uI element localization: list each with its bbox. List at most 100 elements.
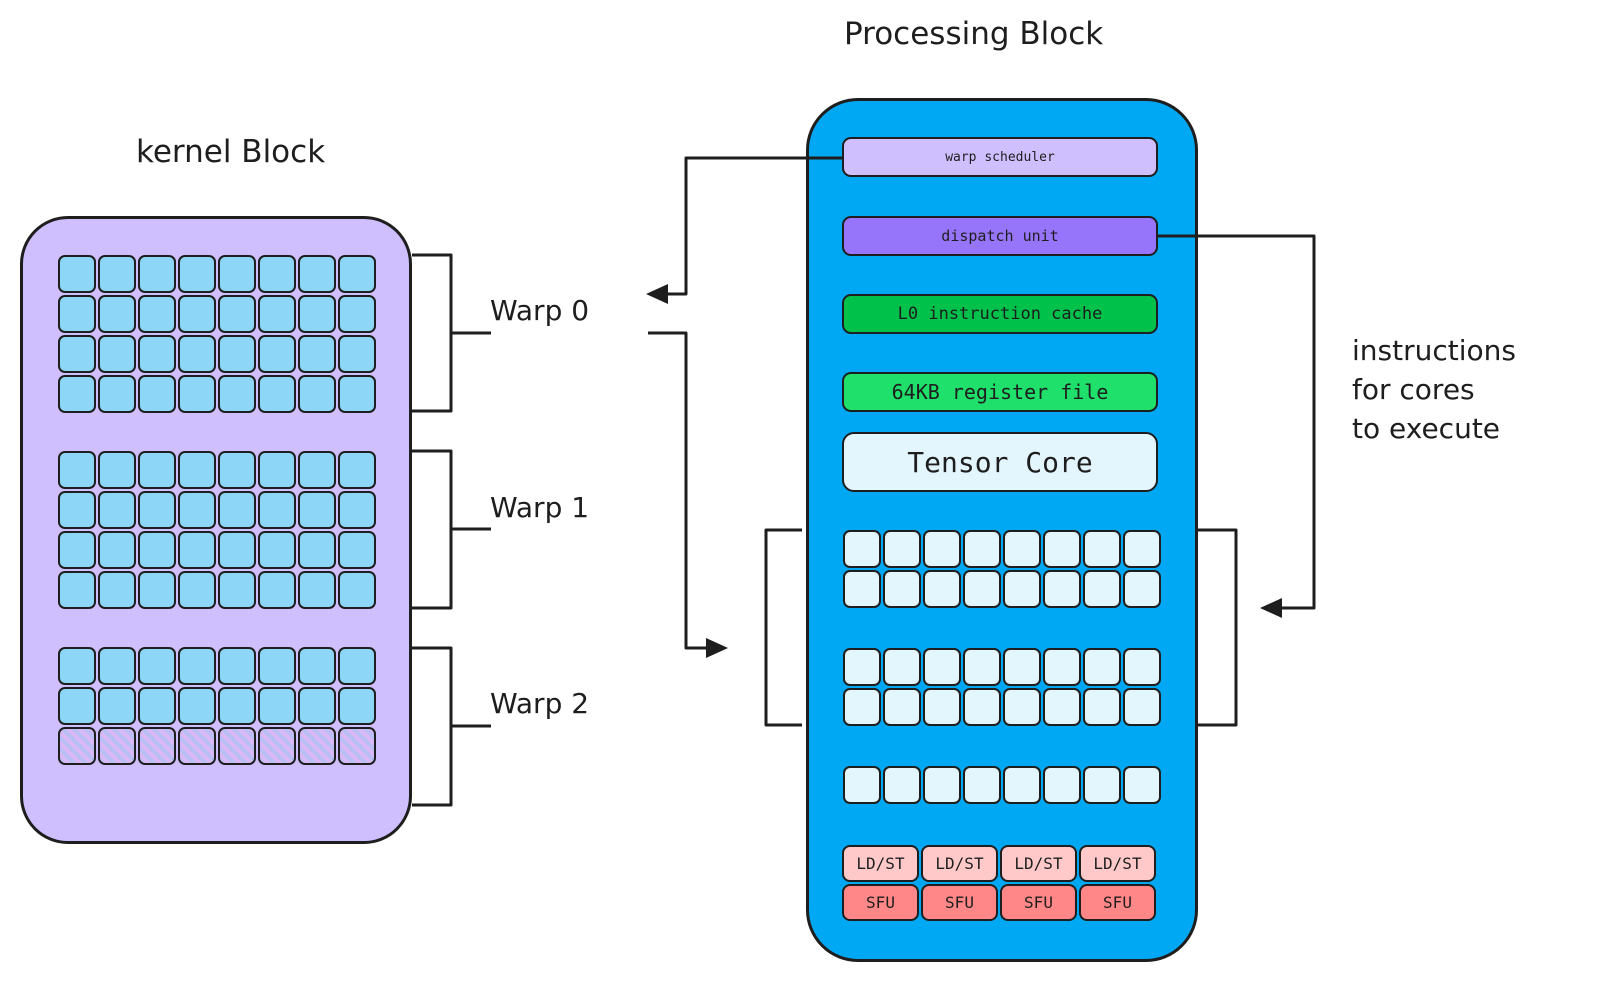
thread-cell — [298, 687, 336, 725]
core-left-bracket — [764, 528, 802, 727]
thread-cell — [258, 491, 296, 529]
warp-0-thread-grid — [58, 255, 376, 413]
tensor-core-label: Tensor Core — [907, 445, 1093, 479]
sfu-unit: SFU — [1079, 884, 1156, 921]
thread-cell — [138, 375, 176, 413]
thread-cell — [138, 647, 176, 685]
core-group-2 — [843, 766, 1161, 804]
thread-cell — [338, 451, 376, 489]
thread-cell — [258, 687, 296, 725]
core-cell — [843, 570, 881, 608]
thread-cell — [58, 571, 96, 609]
thread-cell — [178, 335, 216, 373]
thread-cell — [98, 571, 136, 609]
thread-cell — [98, 255, 136, 293]
core-cell — [1043, 648, 1081, 686]
core-cell — [883, 766, 921, 804]
thread-cell — [218, 255, 256, 293]
thread-cell — [178, 255, 216, 293]
thread-cell — [258, 451, 296, 489]
thread-cell — [138, 451, 176, 489]
core-cell — [1123, 570, 1161, 608]
thread-cell — [58, 491, 96, 529]
core-cell — [963, 766, 1001, 804]
thread-cell — [98, 295, 136, 333]
core-cell — [963, 570, 1001, 608]
core-group-1 — [843, 648, 1161, 726]
core-cell — [1123, 530, 1161, 568]
thread-cell — [58, 647, 96, 685]
thread-cell — [338, 255, 376, 293]
thread-cell — [178, 491, 216, 529]
sfu-unit: SFU — [842, 884, 919, 921]
thread-cell — [298, 647, 336, 685]
thread-cell — [338, 491, 376, 529]
thread-cell — [178, 295, 216, 333]
core-right-bracket — [1198, 528, 1238, 727]
thread-cell — [178, 375, 216, 413]
thread-cell — [218, 375, 256, 413]
core-cell — [883, 570, 921, 608]
thread-cell — [58, 335, 96, 373]
thread-cell — [258, 531, 296, 569]
thread-cell — [58, 451, 96, 489]
thread-cell — [298, 375, 336, 413]
thread-cell — [218, 335, 256, 373]
core-cell — [883, 648, 921, 686]
thread-cell — [218, 491, 256, 529]
warp-0-label: Warp 0 — [490, 294, 590, 327]
core-cell — [1003, 648, 1041, 686]
annotation-line-2: for cores — [1352, 373, 1475, 406]
core-cell — [1123, 648, 1161, 686]
ldst-unit: LD/ST — [1079, 845, 1156, 882]
core-cell — [923, 766, 961, 804]
thread-cell — [258, 335, 296, 373]
core-cell — [963, 648, 1001, 686]
core-cell — [883, 530, 921, 568]
core-cell — [1003, 530, 1041, 568]
core-cell — [1003, 766, 1041, 804]
l0-instruction-cache-label: L0 instruction cache — [897, 304, 1103, 324]
ldst-unit: LD/ST — [1000, 845, 1077, 882]
thread-cell — [218, 451, 256, 489]
thread-cell — [178, 531, 216, 569]
dispatch-to-cores-arrow — [1158, 234, 1316, 610]
inactive-thread-cell — [138, 727, 176, 765]
core-cell — [843, 766, 881, 804]
dispatch-unit: dispatch unit — [842, 216, 1158, 256]
core-cell — [1083, 688, 1121, 726]
core-cell — [843, 688, 881, 726]
core-cell — [1003, 688, 1041, 726]
thread-cell — [138, 295, 176, 333]
core-cell — [963, 688, 1001, 726]
core-cell — [923, 648, 961, 686]
thread-cell — [338, 531, 376, 569]
annotation-line-3: to execute — [1352, 412, 1501, 445]
thread-cell — [98, 491, 136, 529]
thread-cell — [58, 255, 96, 293]
thread-cell — [58, 375, 96, 413]
thread-cell — [98, 647, 136, 685]
thread-cell — [338, 375, 376, 413]
thread-cell — [298, 491, 336, 529]
warp-1-thread-grid — [58, 451, 376, 609]
thread-cell — [258, 295, 296, 333]
core-cell — [1043, 688, 1081, 726]
thread-cell — [138, 335, 176, 373]
thread-cell — [138, 531, 176, 569]
thread-cell — [218, 687, 256, 725]
register-file-label: 64KB register file — [891, 380, 1109, 404]
warp-2-thread-grid — [58, 647, 376, 765]
core-cell — [1083, 766, 1121, 804]
thread-cell — [258, 647, 296, 685]
inactive-thread-cell — [98, 727, 136, 765]
thread-cell — [138, 255, 176, 293]
thread-cell — [338, 295, 376, 333]
dispatch-unit-label: dispatch unit — [941, 227, 1059, 245]
inactive-thread-cell — [218, 727, 256, 765]
kernel-block-title: kernel Block — [136, 134, 326, 170]
thread-cell — [178, 687, 216, 725]
core-cell — [1043, 766, 1081, 804]
l0-instruction-cache: L0 instruction cache — [842, 294, 1158, 334]
